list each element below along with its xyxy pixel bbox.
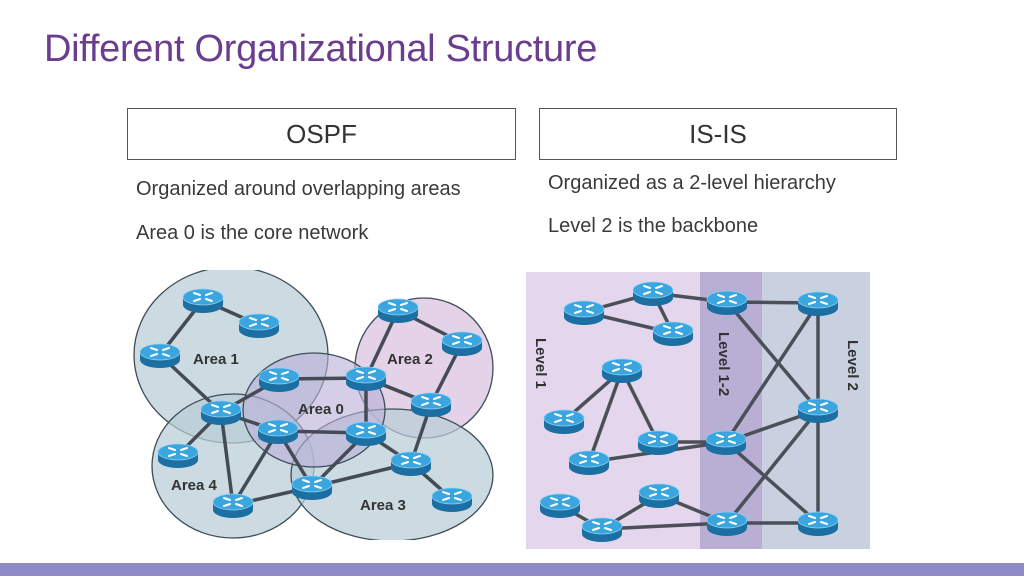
isis-header: IS-IS [539,108,897,160]
isis-bullet-2: Level 2 is the backbone [548,215,759,237]
area-4-label: Area 4 [171,477,218,494]
isis-bullet-1: Organized as a 2-level hierarchy [548,172,836,194]
ospf-header: OSPF [127,108,516,160]
level-1-2-band [700,272,762,549]
area-3-label: Area 3 [360,497,406,514]
ospf-area-diagram: Area 1 Area 2 Area 0 Area 4 Area 3 [133,270,494,540]
ospf-bullet-2: Area 0 is the core network [136,222,369,244]
level-1-2-label: Level 1-2 [715,332,732,396]
ospf-bullet-1: Organized around overlapping areas [136,178,461,200]
level-1-label: Level 1 [532,338,549,389]
area-0-label: Area 0 [298,401,344,418]
level-2-label: Level 2 [844,340,861,391]
slide-title: Different Organizational Structure [44,28,598,70]
isis-level-diagram: Level 1 Level 1-2 Level 2 [526,272,870,549]
footer-bar [0,563,1024,576]
area-2-label: Area 2 [387,351,433,368]
area-1-label: Area 1 [193,351,239,368]
